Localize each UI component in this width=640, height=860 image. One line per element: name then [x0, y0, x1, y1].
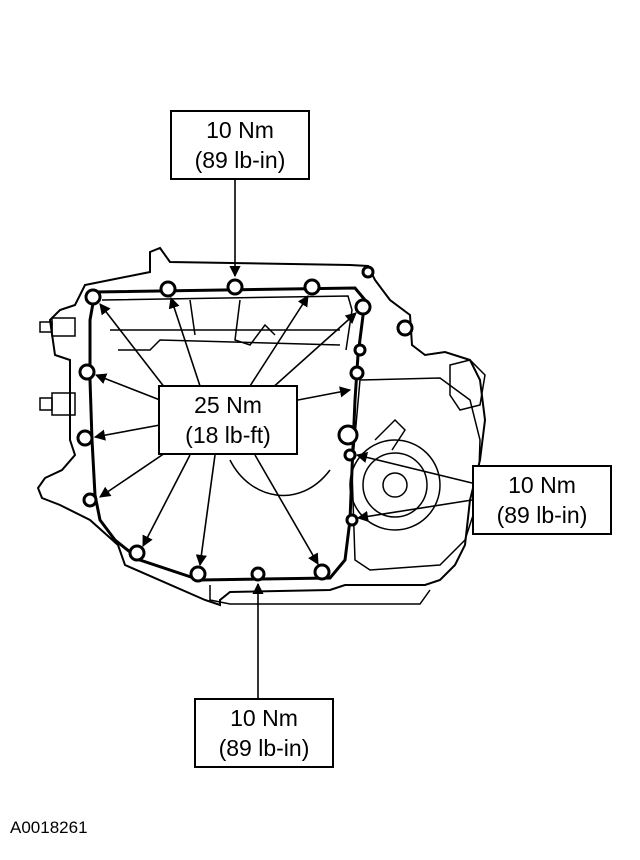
bolt: [78, 363, 96, 381]
bolt: [128, 544, 146, 562]
torque-value-metric: 25 Nm: [194, 392, 262, 418]
bolt: [353, 343, 367, 357]
bolt: [159, 280, 177, 298]
bolt: [343, 448, 357, 462]
bolt: [337, 424, 359, 446]
bolt: [250, 566, 266, 582]
torque-callout-top: 10 Nm (89 lb-in): [170, 110, 310, 180]
torque-value-metric: 10 Nm: [508, 472, 576, 498]
bolt: [345, 513, 359, 527]
bolt: [76, 429, 94, 447]
torque-callout-center: 25 Nm (18 lb-ft): [158, 385, 298, 455]
bolt: [349, 365, 365, 381]
torque-value-metric: 10 Nm: [230, 705, 298, 731]
torque-callout-right: 10 Nm (89 lb-in): [472, 465, 612, 535]
pan-bolts: [76, 265, 414, 583]
bolt: [354, 298, 372, 316]
torque-value-imperial: (18 lb-ft): [185, 422, 271, 448]
torque-value-imperial: (89 lb-in): [496, 502, 588, 528]
bolt: [313, 563, 331, 581]
bolt: [303, 278, 321, 296]
bolt: [226, 278, 244, 296]
bolt: [189, 565, 207, 583]
bolt: [84, 288, 102, 306]
torque-callout-bottom: 10 Nm (89 lb-in): [194, 698, 334, 768]
bolt: [82, 492, 98, 508]
torque-value-imperial: (89 lb-in): [194, 147, 286, 173]
torque-value-imperial: (89 lb-in): [218, 735, 310, 761]
figure-id: A0018261: [10, 818, 88, 837]
leader-arrows: [93, 180, 473, 698]
torque-value-metric: 10 Nm: [206, 117, 274, 143]
bolt: [361, 265, 375, 279]
bolt: [396, 319, 414, 337]
